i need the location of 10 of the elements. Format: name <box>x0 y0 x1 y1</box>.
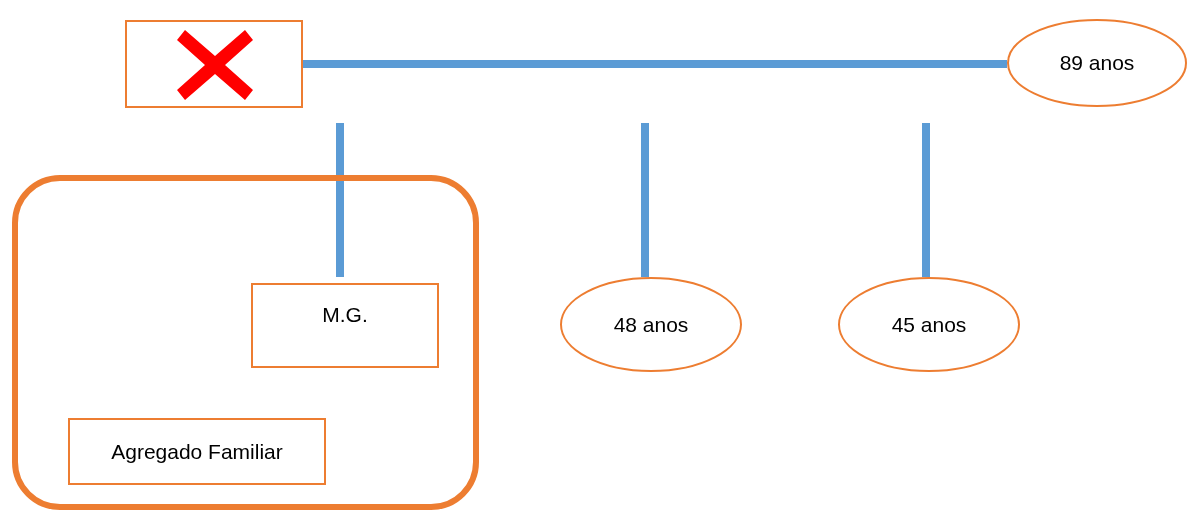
person-box <box>68 418 326 485</box>
age-label: 89 anos <box>1059 51 1135 75</box>
person-box <box>125 20 303 108</box>
group-label: Agregado Familiar <box>111 439 283 464</box>
person-box <box>251 283 439 368</box>
age-label: 45 anos <box>891 312 967 337</box>
age-label: 48 anos <box>613 312 689 337</box>
person-label: M.G. <box>322 303 368 327</box>
household-frame <box>12 175 479 510</box>
line-connector <box>303 60 1007 68</box>
